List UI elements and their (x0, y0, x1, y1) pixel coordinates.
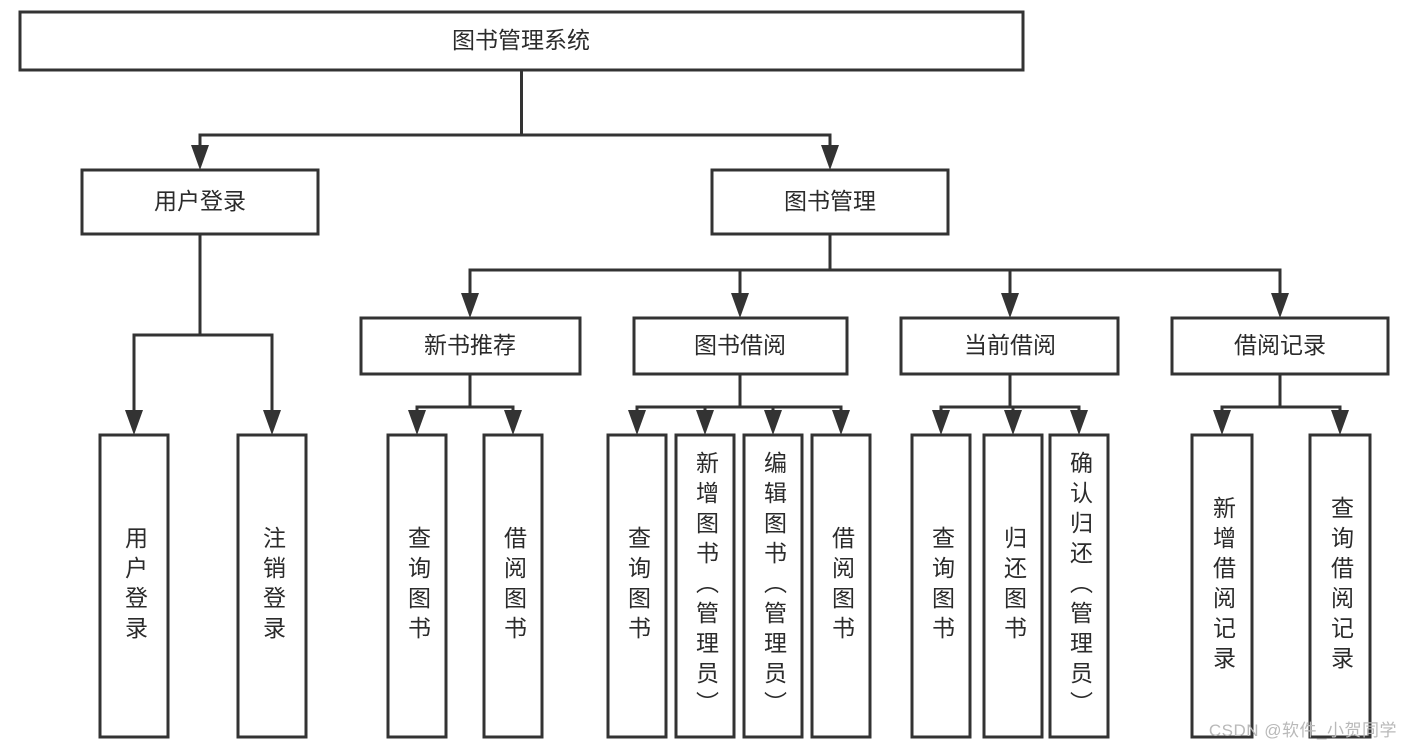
node-leaf-user-logout[interactable] (236, 433, 308, 739)
connectors-root-level2 (191, 68, 839, 170)
node-book-borrow-box[interactable] (632, 316, 849, 376)
node-leaf-edit-book[interactable] (742, 433, 804, 739)
node-leaf-query-record[interactable] (1308, 433, 1372, 739)
arrowhead-leaf-query-book-3 (932, 410, 950, 435)
node-new-book-rec-label: 新书推荐 (424, 332, 516, 358)
arrowhead-current-borrow (1001, 293, 1019, 318)
node-user-login-label: 用户登录 (154, 188, 246, 214)
arrowhead-leaf-add-record (1213, 410, 1231, 435)
connectors-userlogin-leaves (125, 232, 281, 435)
node-borrow-record-label: 借阅记录 (1234, 332, 1326, 358)
node-borrow-record-box[interactable] (1170, 316, 1390, 376)
arrowhead-new-book-rec (461, 293, 479, 318)
node-leaf-query-book-2[interactable] (606, 433, 668, 739)
arrowhead-book-borrow (731, 293, 749, 318)
node-borrow-record[interactable]: 借阅记录 (1170, 316, 1390, 376)
node-leaf-return-book[interactable] (982, 433, 1044, 739)
node-leaf-query-book-1-box[interactable] (386, 433, 448, 739)
edge-new-book-rec-to-leaves (415, 372, 515, 425)
node-book-borrow[interactable]: 图书借阅 (632, 316, 849, 376)
edge-user-login-to-leaves (132, 232, 274, 425)
node-leaf-query-book-2-box[interactable] (606, 433, 668, 739)
arrowhead-leaf-edit-book (764, 410, 782, 435)
connectors-newbookrec-leaves (408, 372, 522, 435)
arrowhead-leaf-user-login (125, 410, 143, 435)
node-leaf-confirm-return-box[interactable] (1048, 433, 1110, 739)
connectors-currentborrow-leaves (932, 372, 1088, 435)
edge-root-to-level2 (198, 68, 832, 160)
node-current-borrow-box[interactable] (899, 316, 1120, 376)
node-leaf-user-logout-box[interactable] (236, 433, 308, 739)
edge-book-manage-to-level3 (468, 232, 1282, 308)
node-leaf-query-book-3[interactable] (910, 433, 972, 739)
connectors-borrowrecord-leaves (1213, 372, 1349, 435)
node-leaf-add-book[interactable] (674, 433, 736, 739)
node-leaf-add-record-box[interactable] (1190, 433, 1254, 739)
arrowhead-leaf-query-record (1331, 410, 1349, 435)
node-book-manage[interactable]: 图书管理 (710, 168, 950, 236)
arrowhead-user-login (191, 145, 209, 170)
connectors-bookborrow-leaves (628, 372, 850, 435)
node-root-box[interactable] (18, 10, 1025, 72)
node-current-borrow[interactable]: 当前借阅 (899, 316, 1120, 376)
node-current-borrow-label: 当前借阅 (964, 332, 1056, 358)
edge-borrow-record-to-leaves (1220, 372, 1342, 425)
node-leaf-return-book-box[interactable] (982, 433, 1044, 739)
node-new-book-rec-box[interactable] (359, 316, 582, 376)
node-leaf-query-book-3-box[interactable] (910, 433, 972, 739)
node-leaf-query-book-1[interactable] (386, 433, 448, 739)
arrowhead-leaf-user-logout (263, 410, 281, 435)
edge-book-borrow-to-leaves (635, 372, 843, 425)
node-leaf-edit-book-box[interactable] (742, 433, 804, 739)
node-root[interactable]: 图书管理系统 (18, 10, 1025, 72)
node-user-login[interactable]: 用户登录 (80, 168, 320, 236)
node-new-book-rec[interactable]: 新书推荐 (359, 316, 582, 376)
node-leaf-query-record-box[interactable] (1308, 433, 1372, 739)
arrowhead-borrow-record (1271, 293, 1289, 318)
node-leaf-add-book-box[interactable] (674, 433, 736, 739)
node-root-label: 图书管理系统 (452, 27, 590, 53)
arrowhead-leaf-query-book-1 (408, 410, 426, 435)
node-book-borrow-label: 图书借阅 (694, 332, 786, 358)
node-leaf-user-login[interactable] (98, 433, 170, 739)
node-leaf-borrow-book-1[interactable] (482, 433, 544, 739)
node-book-manage-label: 图书管理 (784, 188, 876, 214)
node-leaf-borrow-book-2[interactable] (810, 433, 872, 739)
connectors-bookmanage-level3 (461, 232, 1289, 318)
node-user-login-box[interactable] (80, 168, 320, 236)
node-leaf-borrow-book-2-box[interactable] (810, 433, 872, 739)
arrowhead-leaf-query-book-2 (628, 410, 646, 435)
arrowhead-leaf-confirm-return (1070, 410, 1088, 435)
arrowhead-leaf-borrow-book-1 (504, 410, 522, 435)
csdn-watermark: CSDN @软件_小贺同学 (1208, 721, 1397, 740)
arrowhead-leaf-return-book (1004, 410, 1022, 435)
node-leaf-borrow-book-1-box[interactable] (482, 433, 544, 739)
arrowhead-leaf-add-book (696, 410, 714, 435)
node-leaf-confirm-return[interactable] (1048, 433, 1110, 739)
arrowhead-book-manage (821, 145, 839, 170)
node-leaf-user-login-box[interactable] (98, 433, 170, 739)
node-book-manage-box[interactable] (710, 168, 950, 236)
node-leaf-add-record[interactable] (1190, 433, 1254, 739)
arrowhead-leaf-borrow-book-2 (832, 410, 850, 435)
